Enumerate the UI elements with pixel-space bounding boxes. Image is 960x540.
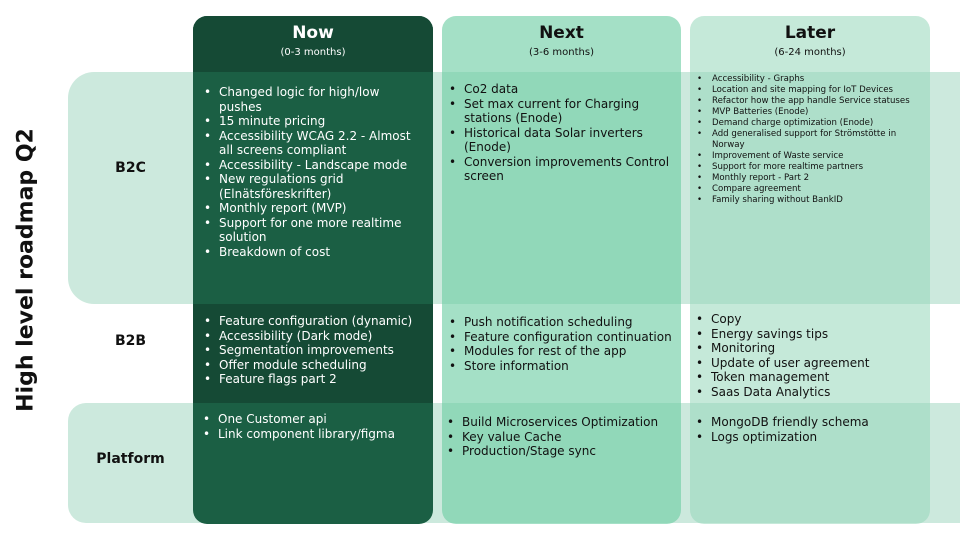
- next-b2b-list: Push notification scheduling Feature con…: [446, 315, 678, 373]
- list-item: Accessibility (Dark mode): [201, 329, 426, 344]
- list-item: Feature configuration (dynamic): [201, 314, 426, 329]
- list-item: 15 minute pricing: [201, 114, 423, 129]
- list-item: Store information: [446, 359, 678, 374]
- list-item: New regulations grid (Elnätsföreskrifter…: [201, 172, 423, 201]
- list-item: Refactor how the app handle Service stat…: [694, 96, 926, 107]
- list-item: Push notification scheduling: [446, 315, 678, 330]
- list-item: Co2 data: [446, 82, 672, 97]
- later-b2c-list: Accessibility - Graphs Location and site…: [694, 74, 926, 206]
- list-item: Key value Cache: [444, 430, 676, 445]
- list-item: Set max current for Charging stations (E…: [446, 97, 672, 126]
- list-item: Support for one more realtime solution: [201, 216, 423, 245]
- list-item: MVP Batteries (Enode): [694, 107, 926, 118]
- next-b2c-list: Co2 data Set max current for Charging st…: [446, 82, 672, 184]
- list-item: Family sharing without BankID: [694, 195, 926, 206]
- list-item: Accessibility WCAG 2.2 - Almost all scre…: [201, 129, 423, 158]
- list-item: Add generalised support for Strömstötte …: [694, 129, 926, 151]
- row-label-platform: Platform: [96, 451, 165, 467]
- now-b2b-list: Feature configuration (dynamic) Accessib…: [201, 314, 426, 387]
- list-item: Copy: [693, 312, 925, 327]
- column-subtitle: (6-24 months): [774, 47, 846, 58]
- list-item: Support for more realtime partners: [694, 162, 926, 173]
- next-platform-list: Build Microservices Optimization Key val…: [444, 415, 676, 459]
- list-item: Conversion improvements Control screen: [446, 155, 672, 184]
- column-title: Now: [292, 23, 334, 43]
- list-item: Monthly report (MVP): [201, 201, 423, 216]
- list-item: Accessibility - Landscape mode: [201, 158, 423, 173]
- later-platform-list: MongoDB friendly schema Logs optimizatio…: [693, 415, 925, 444]
- column-header-later: Later (6-24 months): [690, 16, 930, 72]
- column-now: Now (0-3 months) Changed logic for high/…: [193, 16, 433, 524]
- list-item: Energy savings tips: [693, 327, 925, 342]
- now-platform-list: One Customer api Link component library/…: [200, 412, 425, 441]
- list-item: One Customer api: [200, 412, 425, 427]
- column-subtitle: (0-3 months): [280, 47, 346, 58]
- list-item: Location and site mapping for IoT Device…: [694, 85, 926, 96]
- page-title: High level roadmap Q2: [13, 128, 39, 412]
- list-item: Segmentation improvements: [201, 343, 426, 358]
- list-item: MongoDB friendly schema: [693, 415, 925, 430]
- list-item: Demand charge optimization (Enode): [694, 118, 926, 129]
- list-item: Logs optimization: [693, 430, 925, 445]
- list-item: Historical data Solar inverters (Enode): [446, 126, 672, 155]
- column-subtitle: (3-6 months): [529, 47, 594, 58]
- list-item: Modules for rest of the app: [446, 344, 678, 359]
- list-item: Offer module scheduling: [201, 358, 426, 373]
- column-next: Next (3-6 months) Co2 data Set max curre…: [442, 16, 681, 524]
- row-label-b2b: B2B: [114, 333, 147, 349]
- list-item: Token management: [693, 370, 925, 385]
- list-item: Improvement of Waste service: [694, 151, 926, 162]
- list-item: Feature configuration continuation: [446, 330, 678, 345]
- list-item: Production/Stage sync: [444, 444, 676, 459]
- list-item: Monthly report - Part 2: [694, 173, 926, 184]
- column-title: Next: [539, 23, 584, 43]
- row-label-b2c: B2C: [115, 160, 146, 176]
- later-b2b-list: Copy Energy savings tips Monitoring Upda…: [693, 312, 925, 399]
- list-item: Saas Data Analytics: [693, 385, 925, 400]
- column-header-now: Now (0-3 months): [193, 16, 433, 72]
- list-item: Accessibility - Graphs: [694, 74, 926, 85]
- column-later: Later (6-24 months) Accessibility - Grap…: [690, 16, 930, 524]
- now-b2c-list: Changed logic for high/low pushes 15 min…: [201, 85, 423, 259]
- list-item: Changed logic for high/low pushes: [201, 85, 423, 114]
- list-item: Build Microservices Optimization: [444, 415, 676, 430]
- column-title: Later: [784, 23, 836, 43]
- list-item: Update of user agreement: [693, 356, 925, 371]
- list-item: Compare agreement: [694, 184, 926, 195]
- list-item: Link component library/figma: [200, 427, 425, 442]
- list-item: Feature flags part 2: [201, 372, 426, 387]
- list-item: Breakdown of cost: [201, 245, 423, 260]
- column-header-next: Next (3-6 months): [442, 16, 681, 72]
- list-item: Monitoring: [693, 341, 925, 356]
